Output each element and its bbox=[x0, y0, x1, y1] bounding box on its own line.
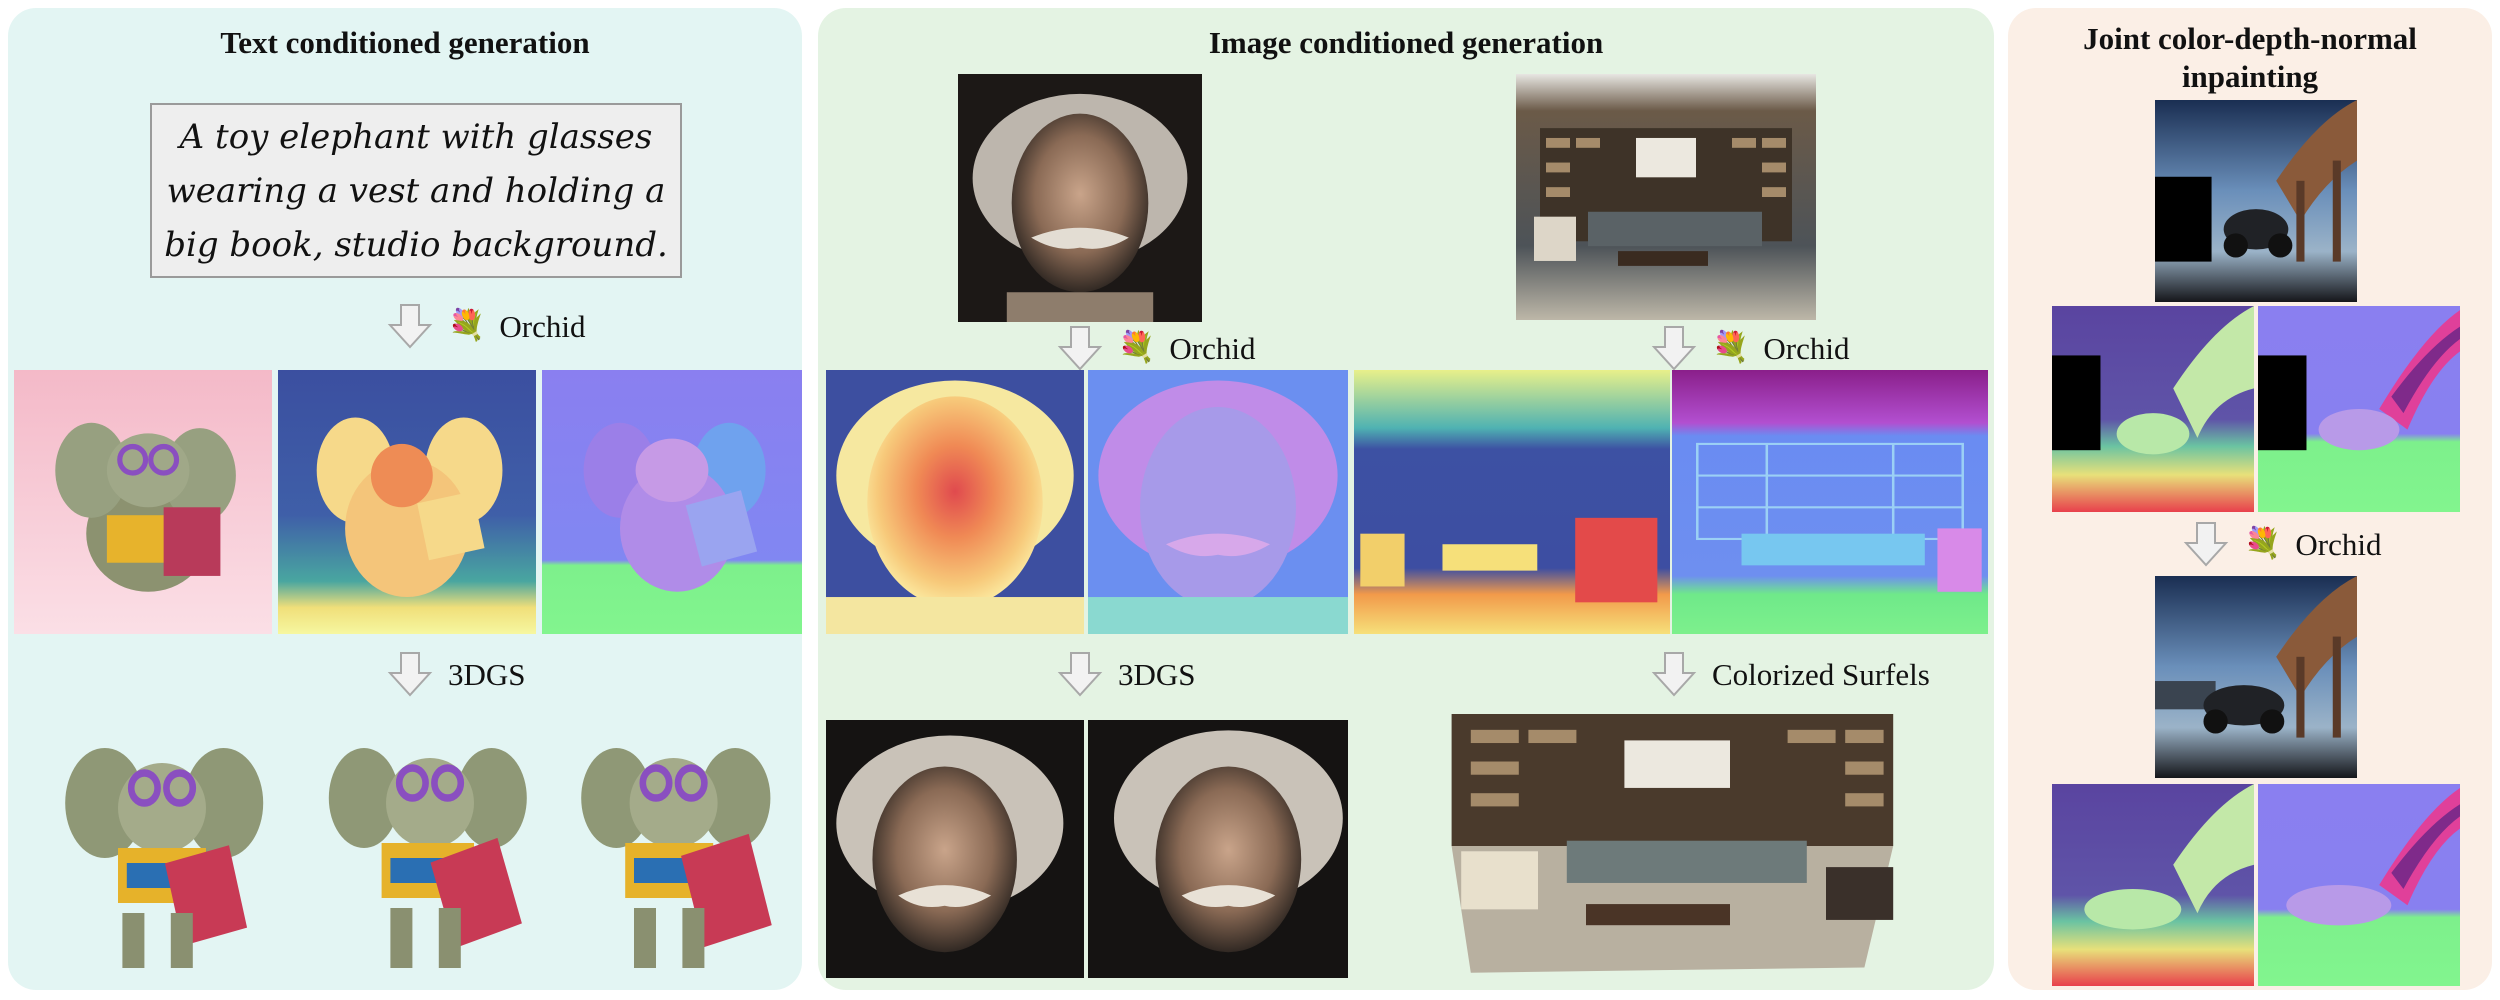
einstein-depth-image bbox=[826, 370, 1084, 634]
motorcycle-inpainted-rgb bbox=[2155, 576, 2357, 778]
inpainting-panel: Joint color-depth-normal inpainting bbox=[2008, 8, 2492, 990]
text-prompt-box: A toy elephant with glasses wearing a ve… bbox=[150, 103, 682, 278]
orchid-flower-icon: 💐 bbox=[1118, 331, 1156, 364]
down-arrow-icon bbox=[386, 302, 434, 350]
motorcycle-inpainted-depth bbox=[2052, 784, 2254, 986]
elephant-normal-image bbox=[542, 370, 802, 634]
image-right-step-surfels: Colorized Surfels bbox=[1650, 648, 1930, 700]
orchid-flower-icon: 💐 bbox=[448, 309, 486, 342]
motorcycle-masked-depth bbox=[2052, 306, 2254, 512]
einstein-render-1 bbox=[826, 720, 1084, 978]
einstein-input-image bbox=[958, 74, 1202, 322]
image-conditioned-panel: Image conditioned generation bbox=[818, 8, 1994, 990]
image-left-step-3dgs-label: 3DGS bbox=[1118, 656, 1196, 692]
einstein-normal-image bbox=[1088, 370, 1348, 634]
text-panel-title: Text conditioned generation bbox=[220, 25, 590, 60]
elephant-render-1 bbox=[52, 728, 272, 978]
living-room-surfels-render bbox=[1442, 714, 1922, 978]
motorcycle-masked-normal bbox=[2258, 306, 2460, 512]
inpaint-title-line2: inpainting bbox=[2181, 59, 2319, 94]
living-room-depth-image bbox=[1354, 370, 1670, 634]
image-panel-title: Image conditioned generation bbox=[1208, 25, 1604, 60]
image-left-step-orchid-label: Orchid bbox=[1169, 330, 1256, 366]
inpaint-step-orchid: 💐 Orchid bbox=[2182, 518, 2381, 570]
elephant-rgb-image bbox=[14, 370, 272, 634]
inpaint-step-orchid-label: Orchid bbox=[2295, 526, 2382, 562]
down-arrow-icon bbox=[1056, 650, 1104, 698]
motorcycle-inpainted-normal bbox=[2258, 784, 2460, 986]
image-left-step-3dgs: 3DGS bbox=[1056, 648, 1196, 700]
down-arrow-icon bbox=[386, 650, 434, 698]
text-step-3dgs: 3DGS bbox=[386, 648, 526, 700]
down-arrow-icon bbox=[2182, 520, 2230, 568]
elephant-depth-image bbox=[278, 370, 536, 634]
orchid-flower-icon: 💐 bbox=[2244, 527, 2282, 560]
text-step-orchid-label: Orchid bbox=[499, 308, 586, 344]
image-right-step-surfels-label: Colorized Surfels bbox=[1712, 656, 1930, 692]
image-left-step-orchid: 💐 Orchid bbox=[1056, 322, 1255, 374]
living-room-input-image bbox=[1516, 74, 1816, 320]
motorcycle-masked-rgb bbox=[2155, 100, 2357, 302]
down-arrow-icon bbox=[1650, 324, 1698, 372]
image-right-step-orchid: 💐 Orchid bbox=[1650, 322, 1849, 374]
image-right-step-orchid-label: Orchid bbox=[1763, 330, 1850, 366]
elephant-render-2 bbox=[320, 728, 540, 978]
inpaint-title-line1: Joint color-depth-normal bbox=[2083, 21, 2417, 56]
elephant-render-3 bbox=[568, 728, 788, 978]
text-conditioned-panel: Text conditioned generation A toy elepha… bbox=[8, 8, 802, 990]
einstein-render-2 bbox=[1088, 720, 1348, 978]
down-arrow-icon bbox=[1650, 650, 1698, 698]
text-step-orchid: 💐 Orchid bbox=[386, 300, 585, 352]
orchid-flower-icon: 💐 bbox=[1712, 331, 1750, 364]
text-step-3dgs-label: 3DGS bbox=[448, 656, 526, 692]
down-arrow-icon bbox=[1056, 324, 1104, 372]
living-room-normal-image bbox=[1672, 370, 1988, 634]
